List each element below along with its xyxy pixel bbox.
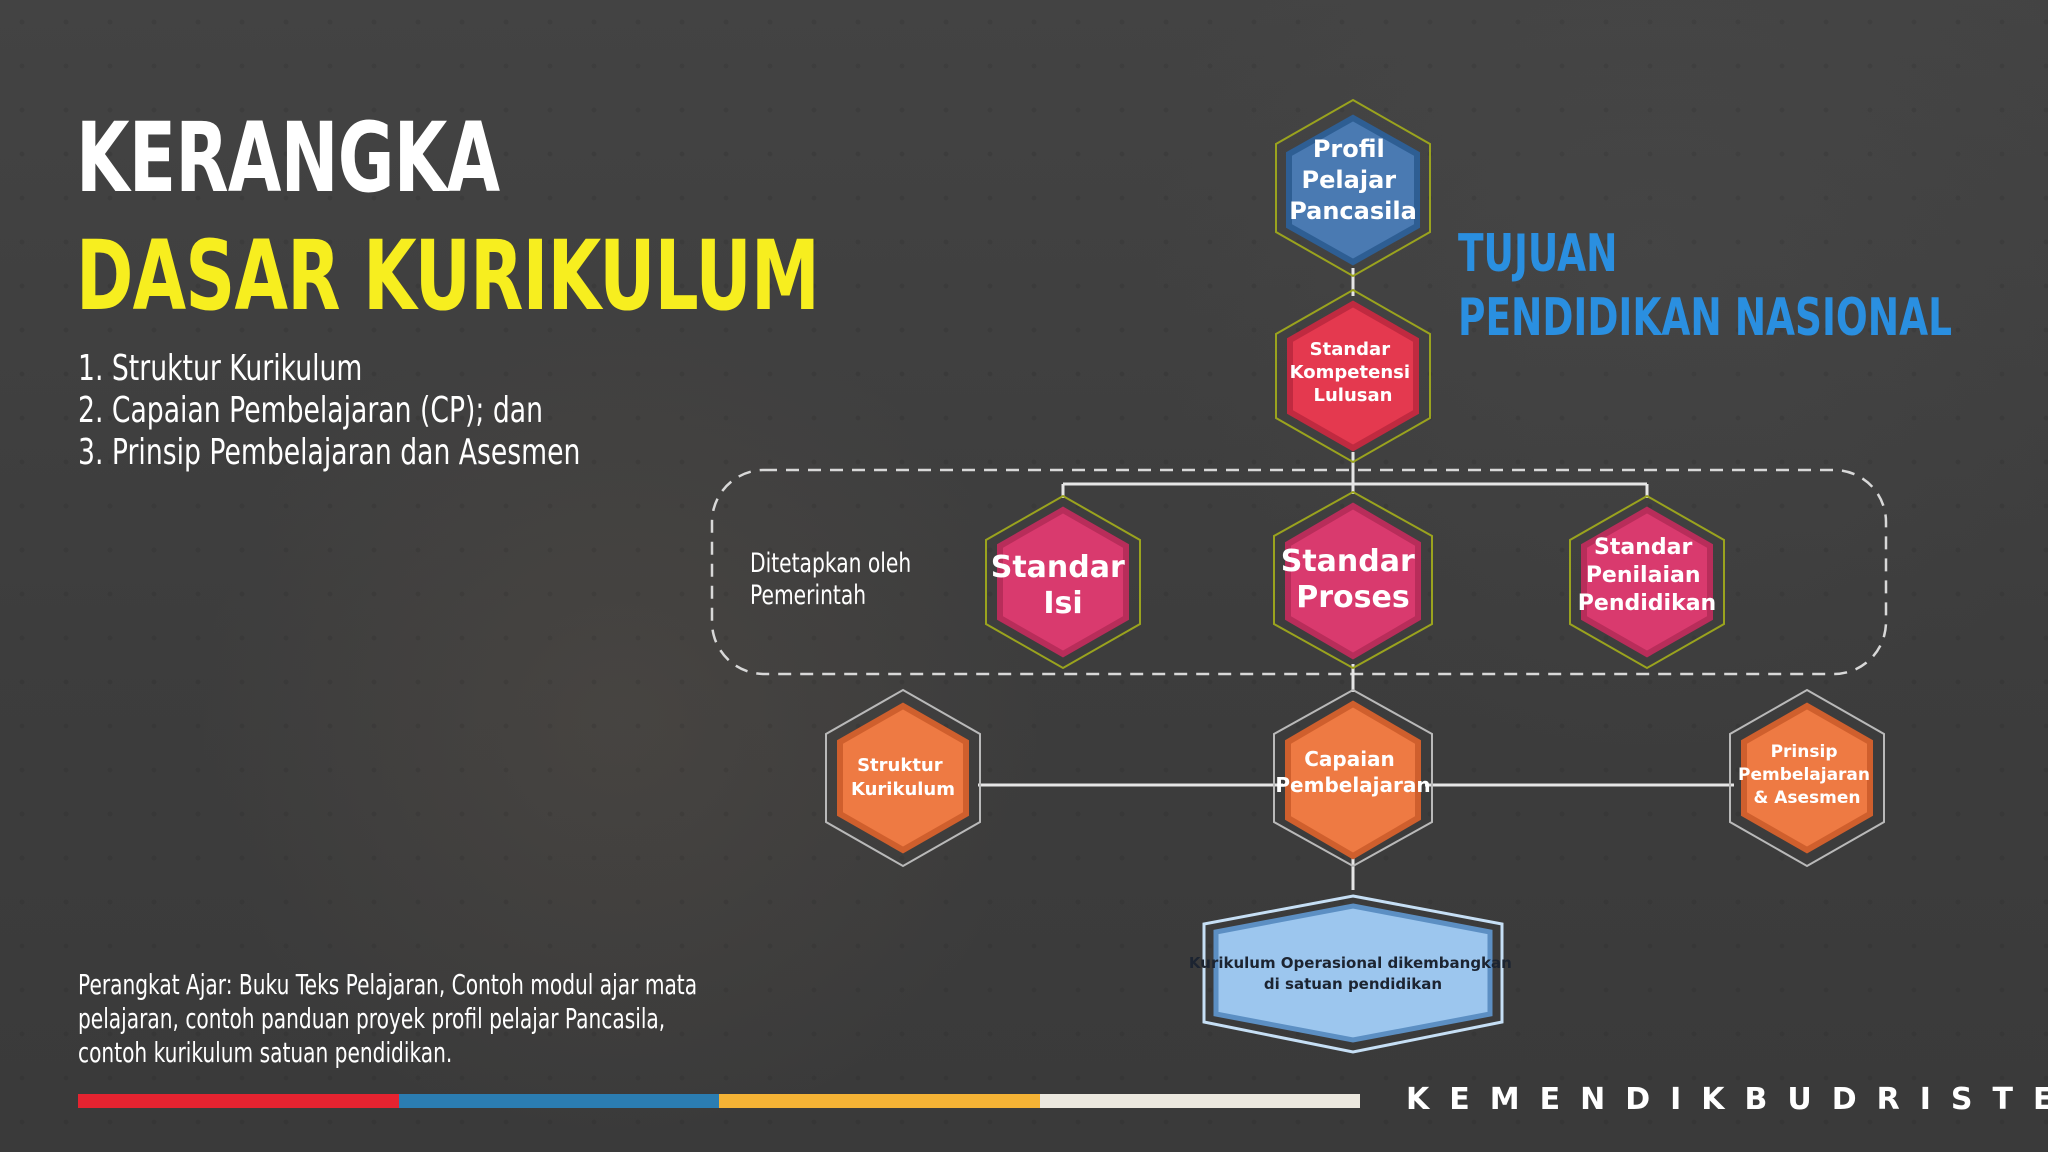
government-label: Ditetapkan oleh Pemerintah — [750, 548, 911, 612]
node-penilaian-line-2: Penilaian — [1586, 563, 1701, 588]
node-profil-line-3: Pancasila — [1289, 197, 1417, 225]
node-operasional-line-1: Kurikulum Operasional dikembangkan — [1189, 954, 1512, 972]
node-prinsip-line-3: & Asesmen — [1753, 788, 1860, 808]
svg-text:Prinsip Pembelajaran: Prinsip Pembelajaran & Asesmen — [1738, 742, 1876, 808]
node-struktur-line-1: Struktur — [857, 755, 943, 776]
svg-text:Standar Kompetensi: Standar Kompetensi Lulusan — [1290, 339, 1417, 406]
node-skl-line-2: Kompetensi — [1290, 362, 1410, 383]
node-capaian-line-1: Capaian — [1304, 747, 1395, 771]
node-penilaian-line-1: Standar — [1594, 535, 1692, 560]
brand-color-bar — [78, 1094, 1360, 1108]
brand-bar-segment-red — [78, 1094, 399, 1108]
node-prinsip-line-1: Prinsip — [1771, 742, 1838, 762]
node-struktur-kurikulum: Struktur Kurikulum — [825, 688, 981, 868]
brand-bar-segment-blue — [398, 1094, 719, 1108]
node-profil-line-1: Profil — [1313, 135, 1385, 163]
title-line-1: KERANGKA — [76, 102, 500, 214]
svg-text:Struktur Kurikulum: Struktur Kurikulum — [851, 755, 955, 800]
node-struktur-line-2: Kurikulum — [851, 779, 955, 800]
node-skl-line-3: Lulusan — [1314, 385, 1393, 406]
svg-text:Standar Isi: Standar Isi — [991, 550, 1136, 621]
node-standar-isi: Standar Isi — [985, 494, 1141, 670]
title-line-2: DASAR KURIKULUM — [76, 220, 820, 332]
principle-item-3: 3. Prinsip Pembelajaran dan Asesmen — [78, 432, 581, 473]
node-operasional-line-2: di satuan pendidikan — [1264, 975, 1442, 993]
node-proses-line-1: Standar — [1281, 544, 1415, 579]
node-skl-line-1: Standar — [1310, 339, 1391, 360]
teaching-devices-note: Perangkat Ajar: Buku Teks Pelajaran, Con… — [78, 968, 698, 1069]
principles-list: 1. Struktur Kurikulum 2. Capaian Pembela… — [78, 348, 580, 474]
node-proses-line-2: Proses — [1296, 580, 1409, 615]
node-isi-line-1: Standar — [991, 550, 1125, 585]
government-label-line-1: Ditetapkan oleh — [750, 548, 912, 579]
svg-text:Capaian Pembelajaran: Capaian Pembelajaran — [1275, 747, 1430, 797]
principle-item-1: 1. Struktur Kurikulum — [78, 348, 363, 389]
node-prinsip-line-2: Pembelajaran — [1738, 765, 1870, 785]
svg-text:Profil Pelajar: Profil Pelajar Pancasila — [1289, 135, 1417, 225]
node-profil-line-2: Pelajar — [1302, 166, 1397, 194]
svg-text:Standar Penilaian: Standar Penilaian Pendidikan — [1578, 535, 1716, 616]
brand-bar-segment-white — [1039, 1094, 1360, 1108]
national-goal-title: TUJUAN PENDIDIKAN NASIONAL — [1458, 222, 1952, 350]
svg-text:Standar Proses: Standar Proses — [1281, 544, 1426, 615]
node-kurikulum-operasional: Kurikulum Operasional dikembangkan di sa… — [1189, 894, 1517, 1054]
national-goal-line-1: TUJUAN — [1458, 224, 1618, 284]
government-label-line-2: Pemerintah — [750, 580, 867, 611]
node-prinsip-pembelajaran-asesmen: Prinsip Pembelajaran & Asesmen — [1729, 688, 1885, 868]
node-capaian-line-2: Pembelajaran — [1275, 773, 1430, 797]
ministry-brand-name: KEMENDIKBUDRISTEK — [1406, 1082, 2048, 1117]
government-group-frame — [710, 468, 1888, 676]
principle-item-2: 2. Capaian Pembelajaran (CP); dan — [78, 390, 543, 431]
node-isi-line-2: Isi — [1043, 586, 1082, 621]
brand-bar-segment-yellow — [719, 1094, 1040, 1108]
svg-text:Kurikulum Operasional dikemban: Kurikulum Operasional dikembangkan di sa… — [1189, 954, 1517, 993]
node-standar-kompetensi-lulusan: Standar Kompetensi Lulusan — [1275, 288, 1431, 464]
node-penilaian-line-3: Pendidikan — [1578, 591, 1716, 616]
node-standar-penilaian-pendidikan: Standar Penilaian Pendidikan — [1569, 494, 1725, 670]
national-goal-line-2: PENDIDIKAN NASIONAL — [1458, 288, 1952, 348]
node-capaian-pembelajaran: Capaian Pembelajaran — [1273, 688, 1433, 868]
node-profil-pelajar-pancasila: Profil Pelajar Pancasila — [1275, 98, 1431, 278]
node-standar-proses: Standar Proses — [1273, 490, 1433, 670]
